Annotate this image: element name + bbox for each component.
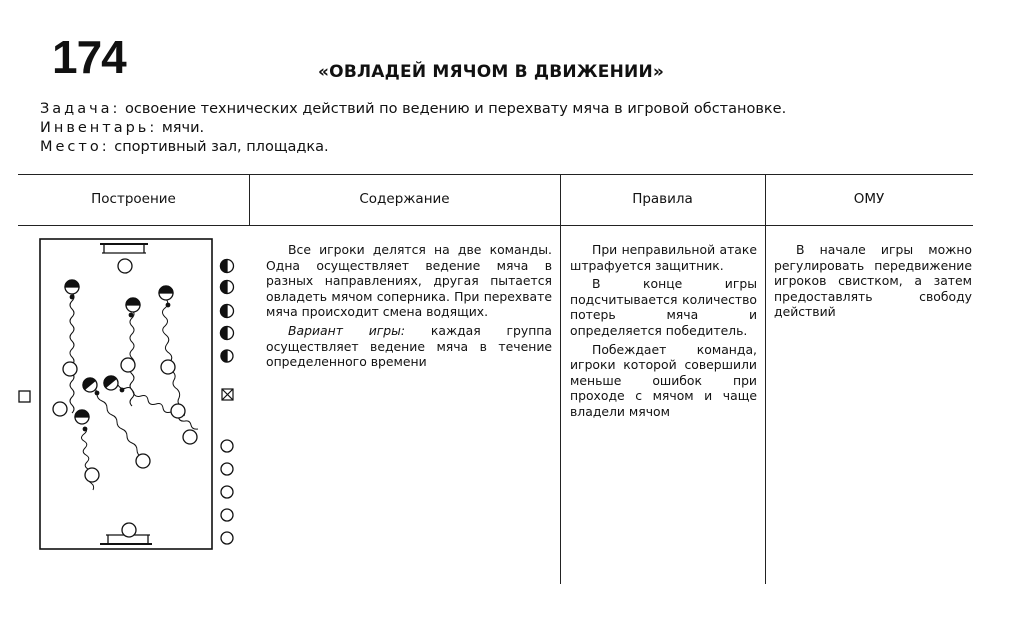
referee-icon xyxy=(221,388,234,401)
content-cell: Все игроки делятся на две команды. Одна … xyxy=(266,242,552,370)
task-text: освоение технических действий по ведению… xyxy=(125,101,787,117)
team-a-player-icon xyxy=(64,279,174,425)
team-b-player-icon xyxy=(220,439,234,545)
rules-cell: При неправильной атаке штрафуется защитн… xyxy=(570,242,757,420)
goal-icon xyxy=(100,243,148,274)
omu-paragraph: В начале игры можно регулировать передви… xyxy=(774,242,972,320)
content-paragraph: Все игроки делятся на две команды. Одна … xyxy=(266,242,552,320)
variant-text: каждая группа осуществляет ведение мяча … xyxy=(266,322,553,370)
rules-paragraph-3: Побеждает команда, игроки которой соверш… xyxy=(570,341,757,419)
variant-label: Вариант игры: xyxy=(288,322,406,338)
content-variant: Вариант игры: каждая группа осуществляет… xyxy=(266,323,552,370)
rules-paragraph-1: При неправильной атаке штрафуется защитн… xyxy=(570,242,757,273)
place-text: спортивный зал, площадка. xyxy=(114,139,329,155)
header-formation: Построение xyxy=(91,191,176,207)
game-number: 174 xyxy=(52,31,127,83)
inventory-text: мячи. xyxy=(161,120,205,136)
task-line: Задача: освоение технических действий по… xyxy=(40,100,786,119)
task-label: Задача: xyxy=(40,101,121,117)
header-omu: ОМУ xyxy=(853,191,885,207)
goal-icon xyxy=(100,522,152,545)
table-header-rule xyxy=(18,225,973,226)
game-title: «ОВЛАДЕЙ МЯЧОМ В ДВИЖЕНИИ» xyxy=(318,62,665,82)
table-top-rule xyxy=(18,174,973,175)
inventory-label: Инвентарь: xyxy=(40,120,158,136)
header-content: Содержание xyxy=(359,191,450,207)
column-divider-3 xyxy=(765,174,766,584)
place-label: Место: xyxy=(40,139,110,155)
rules-paragraph-2: В конце игры подсчитывается количество п… xyxy=(570,276,757,338)
team-a-player-icon xyxy=(219,258,235,363)
column-divider-1 xyxy=(249,174,250,225)
inventory-line: Инвентарь: мячи. xyxy=(40,119,204,138)
coach-icon xyxy=(18,390,31,403)
place-line: Место: спортивный зал, площадка. xyxy=(40,138,329,157)
ball-icon xyxy=(69,294,171,432)
formation-diagram xyxy=(18,238,235,550)
column-divider-2 xyxy=(560,174,561,584)
court-outline xyxy=(39,238,213,550)
header-rules: Правила xyxy=(632,191,693,207)
omu-cell: В начале игры можно регулировать передви… xyxy=(774,242,972,320)
